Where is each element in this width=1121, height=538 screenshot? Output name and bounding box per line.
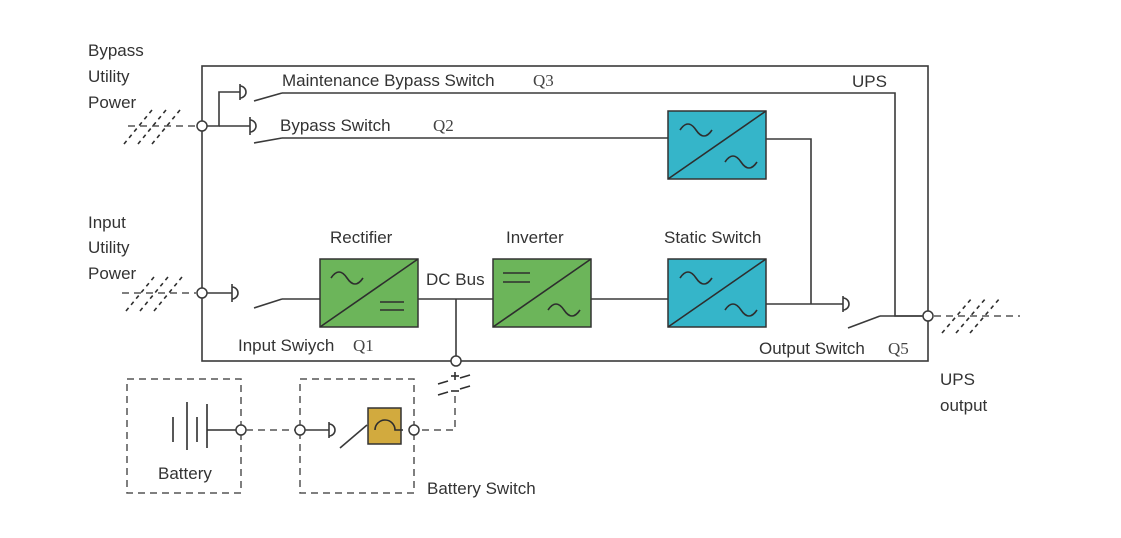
output-three-phase-feed: [934, 297, 1020, 334]
input-three-phase-feed: [122, 276, 196, 312]
battery-switch-in-node: [294, 424, 306, 436]
inverter-label: Inverter: [506, 228, 564, 247]
battery-switch-out-node: [408, 424, 420, 436]
input-switch-label: Input Swiych: [238, 336, 334, 355]
input-source-label-1: Input: [88, 213, 126, 232]
input-switch-id: Q1: [353, 336, 374, 355]
battery-icon: [172, 402, 236, 450]
battery-switch-label: Battery Switch: [427, 479, 536, 498]
bypass-source-label-1: Bypass: [88, 41, 144, 60]
ac-wave-icon: [724, 303, 758, 317]
maintenance-bypass-switch-id: Q3: [533, 71, 554, 90]
dc-bus-label: DC Bus: [426, 270, 485, 289]
ac-wave-icon: [724, 155, 758, 169]
bypass-source-label-3: Power: [88, 93, 137, 112]
ac-wave-icon: [330, 271, 364, 285]
input-switch[interactable]: [207, 284, 320, 309]
input-source-label-3: Power: [88, 264, 137, 283]
output-node: [922, 310, 934, 322]
static-switch-label: Static Switch: [664, 228, 761, 247]
bypass-input-node: [196, 120, 208, 132]
output-switch-label: Output Switch: [759, 339, 865, 358]
ac-wave-icon: [547, 303, 581, 317]
fuse-block: [367, 407, 403, 445]
maintenance-bypass-switch-label: Maintenance Bypass Switch: [282, 71, 495, 90]
battery-terminal-node: [235, 424, 247, 436]
battery-label: Battery: [158, 464, 212, 483]
bypass-switch-id: Q2: [433, 116, 454, 135]
battery-feed-dashed: [414, 396, 456, 431]
static-switch-block: [667, 258, 767, 328]
dc-bus-node: [450, 355, 462, 367]
ac-wave-icon: [679, 123, 713, 137]
ac-wave-icon: [679, 271, 713, 285]
bypass-source-label-2: Utility: [88, 67, 130, 86]
output-switch-id: Q5: [888, 339, 909, 358]
bypass-switch-label: Bypass Switch: [280, 116, 391, 135]
battery-switch-enclosure: [299, 378, 415, 494]
fuse-icon: [374, 419, 403, 431]
bypass-static-switch-block: [667, 110, 767, 180]
bypass-three-phase-feed: [123, 109, 196, 145]
ups-output-label-2: output: [940, 396, 988, 415]
bypass-to-output-line: [766, 138, 812, 304]
output-switch[interactable]: [842, 296, 922, 329]
battery-feed-dc-symbol: [437, 372, 471, 396]
ups-enclosure: [201, 65, 929, 362]
input-source-label-2: Utility: [88, 238, 130, 257]
battery-breaker[interactable]: [305, 422, 368, 449]
ups-title: UPS: [852, 72, 887, 91]
rectifier-block: [319, 258, 419, 328]
input-node: [196, 287, 208, 299]
inverter-block: [492, 258, 592, 328]
ups-output-label-1: UPS: [940, 370, 975, 389]
bypass-switch[interactable]: [219, 117, 668, 144]
battery-enclosure: [126, 378, 242, 494]
rectifier-label: Rectifier: [330, 228, 393, 247]
